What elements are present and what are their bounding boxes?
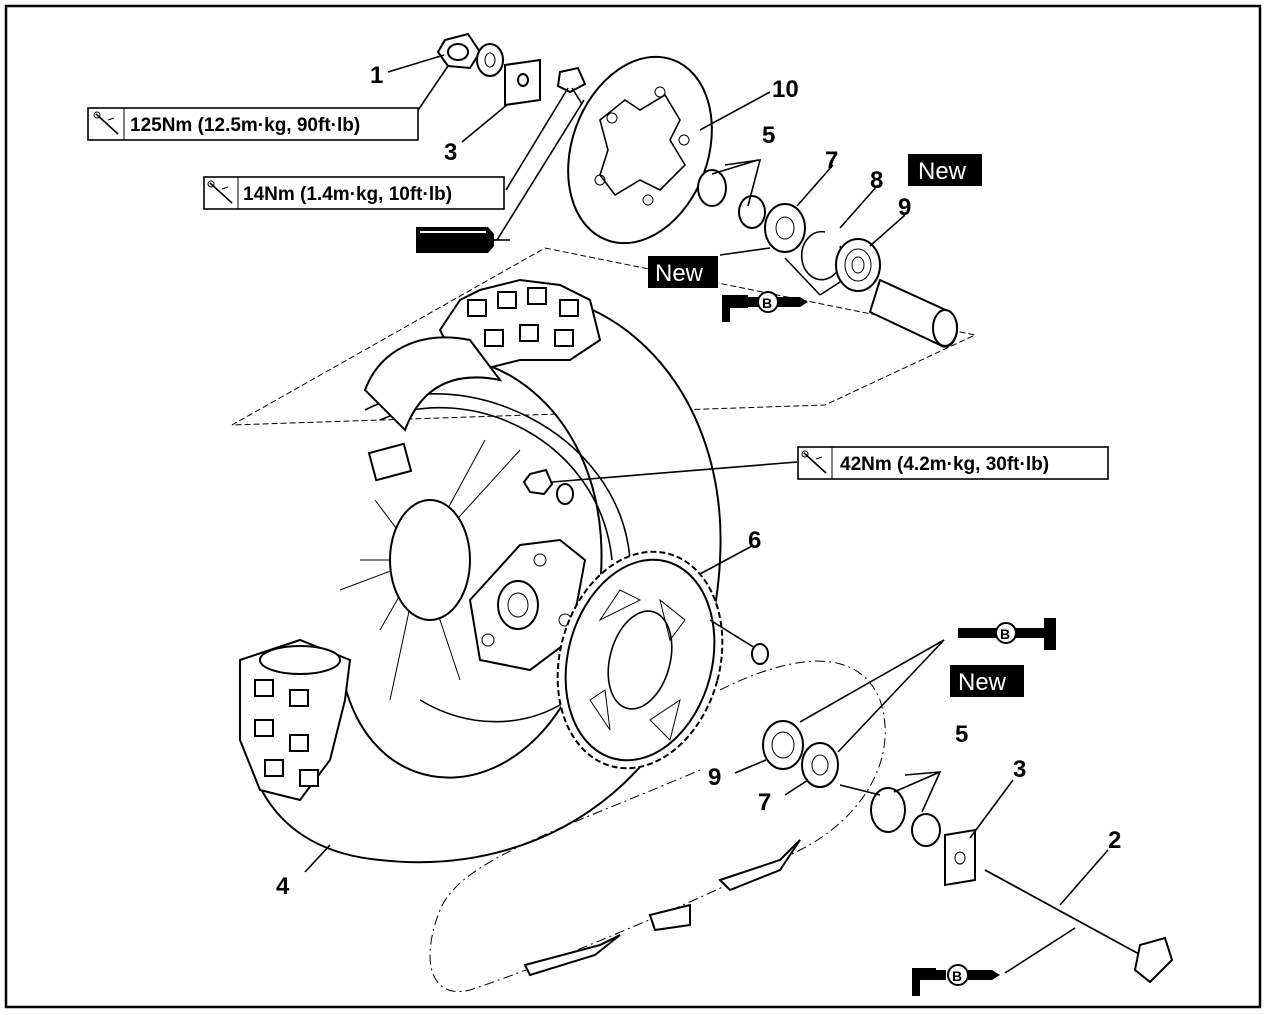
svg-text:B: B: [762, 295, 772, 311]
callout-10: 10: [772, 76, 799, 103]
callout-3-bottom: 3: [1013, 756, 1026, 783]
grease-gun-icon: B: [722, 291, 808, 322]
grease-gun-icon: B: [958, 618, 1056, 650]
callout-3-top: 3: [444, 139, 457, 166]
torque-value-sprocket-nut: 42Nm (4.2m·kg, 30ft·lb): [840, 454, 1049, 475]
bearing-bottom: [762, 720, 804, 770]
torque-wrench-icon: [801, 450, 827, 474]
callout-4: 4: [276, 873, 290, 900]
callout-8: 8: [870, 167, 883, 194]
locking-agent-icon: [416, 227, 510, 253]
tube-section: [363, 336, 503, 432]
sprocket-bolt: [709, 619, 769, 665]
spacer: [868, 278, 959, 348]
svg-text:New: New: [958, 669, 1007, 696]
callout-5-bottom: 5: [955, 721, 968, 748]
grease-gun-icon: B: [912, 964, 1000, 996]
collar-top: [697, 169, 766, 229]
callout-7-bottom: 7: [758, 789, 771, 816]
svg-text:New: New: [918, 158, 967, 185]
guide-plane-upper: [231, 247, 977, 426]
svg-text:B: B: [1000, 626, 1010, 642]
callout-2: 2: [1108, 827, 1121, 854]
torque-value-axle-nut: 125Nm (12.5m·kg, 90ft·lb): [130, 115, 360, 136]
torque-spec-axle-nut: 125Nm (12.5m·kg, 90ft·lb): [87, 107, 419, 141]
callout-9-bottom: 9: [708, 764, 721, 791]
chain-adjuster-bottom: [944, 828, 976, 887]
diagram-frame: [4, 4, 1262, 1009]
collar-bottom: [870, 787, 941, 847]
washer: [476, 43, 504, 77]
washer-hole: [484, 52, 496, 68]
drive-sprocket: [556, 550, 724, 770]
oil-seal-top: [764, 203, 806, 253]
disc-bolt: [556, 66, 587, 105]
torque-wrench-icon: [207, 180, 233, 204]
callout-7-top: 7: [825, 147, 838, 174]
chain-links: [523, 839, 801, 977]
wheel-axle: [984, 869, 1174, 984]
circlip: [800, 230, 843, 281]
callout-6: 6: [748, 527, 761, 554]
svg-text:B: B: [952, 968, 962, 984]
new-tag-oil-seal-bottom: New: [950, 665, 1024, 697]
drive-chain: [429, 660, 886, 992]
svg-text:New: New: [655, 260, 704, 287]
oil-seal-bottom: [801, 742, 839, 788]
torque-value-disc-bolt: 14Nm (1.4m·kg, 10ft·lb): [243, 184, 452, 205]
torque-spec-sprocket-nut: 42Nm (4.2m·kg, 30ft·lb): [797, 446, 1109, 480]
bearing-top: [835, 238, 881, 292]
wheel-hub: [389, 499, 587, 672]
sprocket-nuts: [522, 468, 574, 505]
torque-spec-disc-bolt: 14Nm (1.4m·kg, 10ft·lb): [203, 176, 505, 210]
chain-adjuster-top: [504, 58, 541, 107]
rim-lock: [367, 442, 413, 482]
new-tag-oil-seal-top: New: [648, 256, 718, 288]
axle-nut: [436, 32, 482, 70]
callout-1: 1: [370, 62, 383, 89]
callout-5-top: 5: [762, 122, 775, 149]
new-tag-circlip: New: [908, 154, 982, 186]
leader-lines: [304, 54, 1109, 974]
torque-wrench-icon: [93, 111, 119, 135]
callout-9-top: 9: [898, 194, 911, 221]
